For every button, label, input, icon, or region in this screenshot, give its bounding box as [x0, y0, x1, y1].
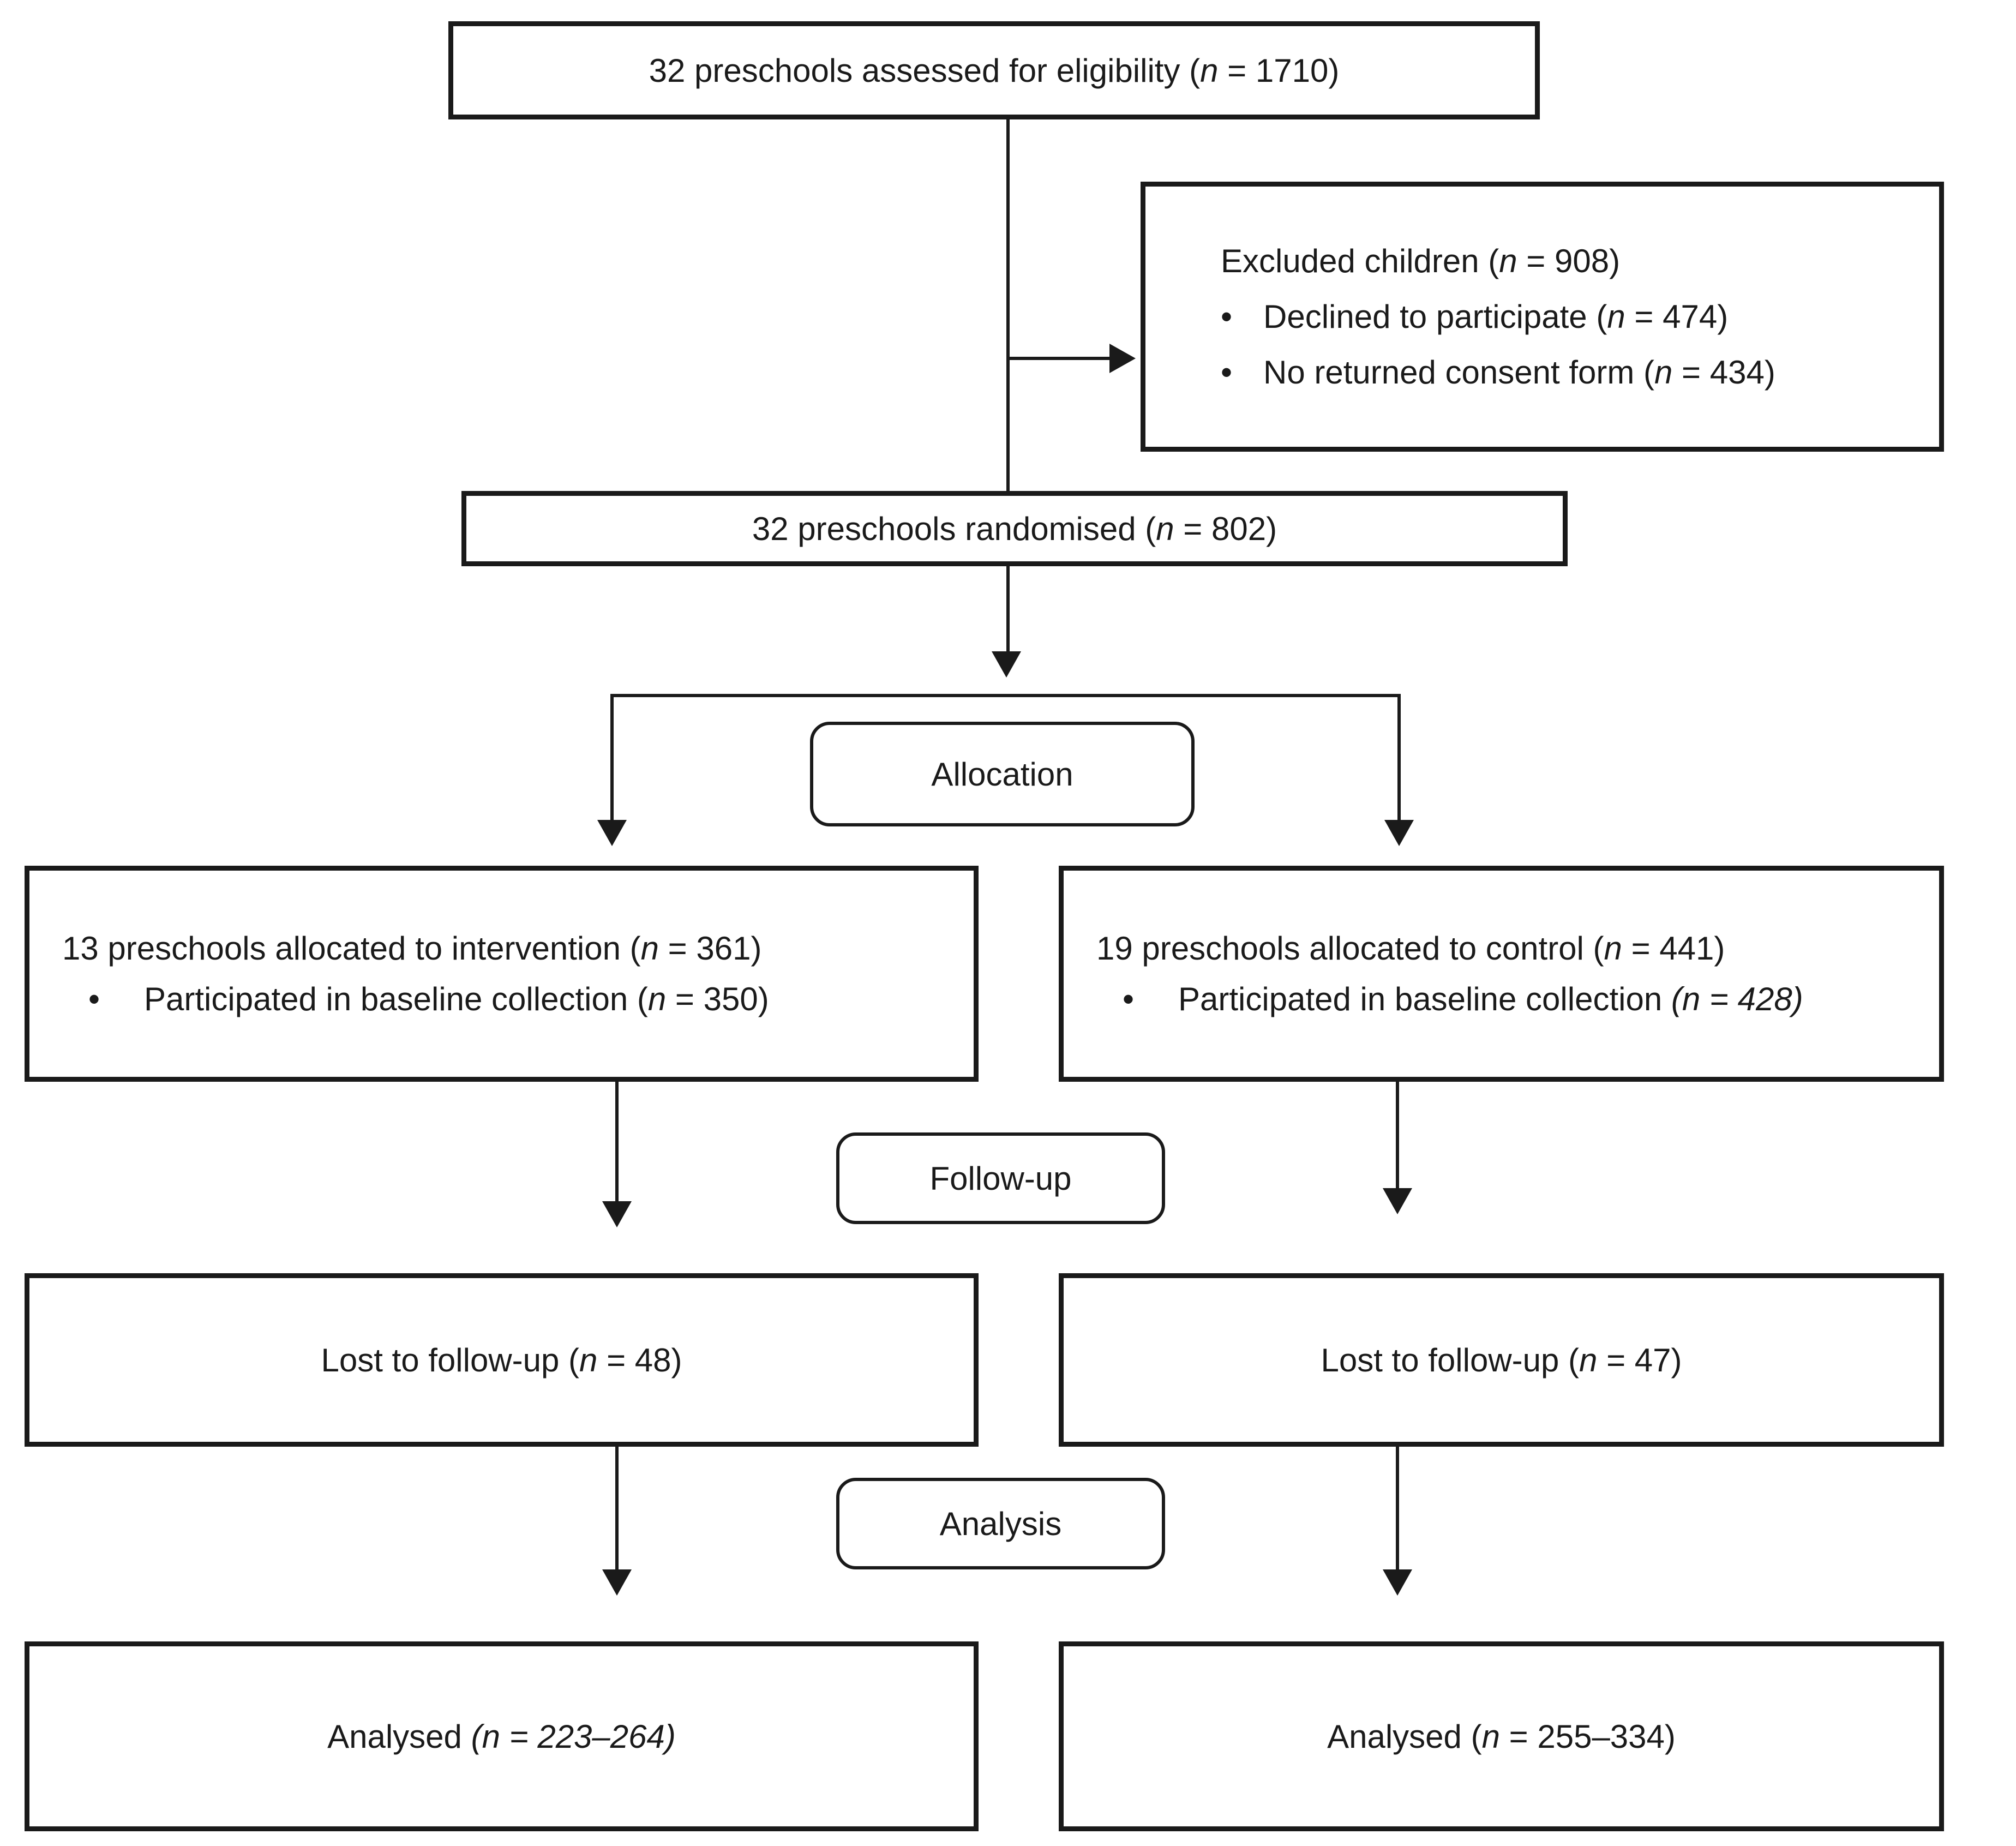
excluded-box: Excluded children (n = 908) • Declined t…: [1141, 182, 1944, 452]
intervention-title: 13 preschools allocated to intervention …: [62, 930, 762, 967]
arrowhead-intervention-icon: [597, 820, 627, 846]
arrowhead-to-excluded-icon: [1109, 344, 1136, 373]
lost-control-text: Lost to follow-up (n = 47): [1321, 1341, 1682, 1378]
followup-label-text: Follow-up: [929, 1160, 1072, 1197]
arrowhead-analysed-control-icon: [1383, 1569, 1412, 1596]
bullet-icon: •: [1221, 298, 1233, 335]
analysed-intervention-text: Analysed (n = 223–264): [327, 1718, 676, 1755]
bullet-icon: •: [1221, 353, 1233, 391]
connector-lost-to-analysed-left: [615, 1447, 619, 1571]
connector-to-excluded: [1008, 357, 1109, 360]
excluded-bullet-2-text: No returned consent form (n = 434): [1263, 353, 1775, 391]
arrowhead-branch-icon: [992, 651, 1021, 678]
connector-lost-to-analysed-right: [1396, 1447, 1399, 1571]
lost-control-box: Lost to follow-up (n = 47): [1059, 1273, 1944, 1447]
analysis-stage-label: Analysis: [836, 1478, 1165, 1569]
bullet-icon: •: [88, 981, 100, 1017]
lost-intervention-text: Lost to follow-up (n = 48): [321, 1341, 682, 1378]
control-title: 19 preschools allocated to control (n = …: [1096, 930, 1725, 967]
control-bullet-1: • Participated in baseline collection (n…: [1096, 974, 1923, 1024]
connector-control-to-lost: [1396, 1082, 1399, 1190]
analysed-control-text: Analysed (n = 255–334): [1327, 1718, 1676, 1755]
analysed-control-box: Analysed (n = 255–334): [1059, 1641, 1944, 1831]
connector-eligibility-to-randomised: [1006, 119, 1010, 491]
intervention-allocation-box: 13 preschools allocated to intervention …: [25, 866, 979, 1082]
allocation-stage-label: Allocation: [810, 722, 1195, 826]
control-allocation-box: 19 preschools allocated to control (n = …: [1059, 866, 1944, 1082]
arrowhead-analysed-intervention-icon: [602, 1569, 632, 1596]
control-bullet-1-text: Participated in baseline collection (n =…: [1178, 981, 1803, 1017]
arrowhead-control-icon: [1384, 820, 1414, 846]
followup-stage-label: Follow-up: [836, 1132, 1165, 1224]
excluded-bullet-1: • Declined to participate (n = 474): [1221, 289, 1919, 345]
connector-randomised-to-branch: [1006, 566, 1010, 653]
excluded-title: Excluded children (n = 908): [1221, 242, 1621, 279]
excluded-bullet-2: • No returned consent form (n = 434): [1221, 345, 1919, 400]
lost-intervention-box: Lost to follow-up (n = 48): [25, 1273, 979, 1447]
eligibility-text: 32 preschools assessed for eligibility (…: [649, 52, 1340, 89]
branch-line: [610, 694, 1401, 697]
analysis-label-text: Analysis: [939, 1505, 1062, 1542]
eligibility-box: 32 preschools assessed for eligibility (…: [448, 21, 1540, 119]
analysed-intervention-box: Analysed (n = 223–264): [25, 1641, 979, 1831]
randomised-text: 32 preschools randomised (n = 802): [752, 510, 1277, 547]
connector-intervention-to-lost: [615, 1082, 619, 1203]
intervention-bullet-1: • Participated in baseline collection (n…: [62, 974, 957, 1024]
arrowhead-lost-intervention-icon: [602, 1201, 632, 1227]
arrowhead-lost-control-icon: [1383, 1188, 1412, 1214]
branch-left-arm: [610, 694, 614, 822]
allocation-label-text: Allocation: [931, 756, 1073, 793]
excluded-bullet-1-text: Declined to participate (n = 474): [1263, 298, 1729, 335]
bullet-icon: •: [1123, 981, 1135, 1017]
randomised-box: 32 preschools randomised (n = 802): [461, 491, 1568, 566]
intervention-bullet-1-text: Participated in baseline collection (n =…: [144, 981, 769, 1017]
branch-right-arm: [1397, 694, 1401, 822]
